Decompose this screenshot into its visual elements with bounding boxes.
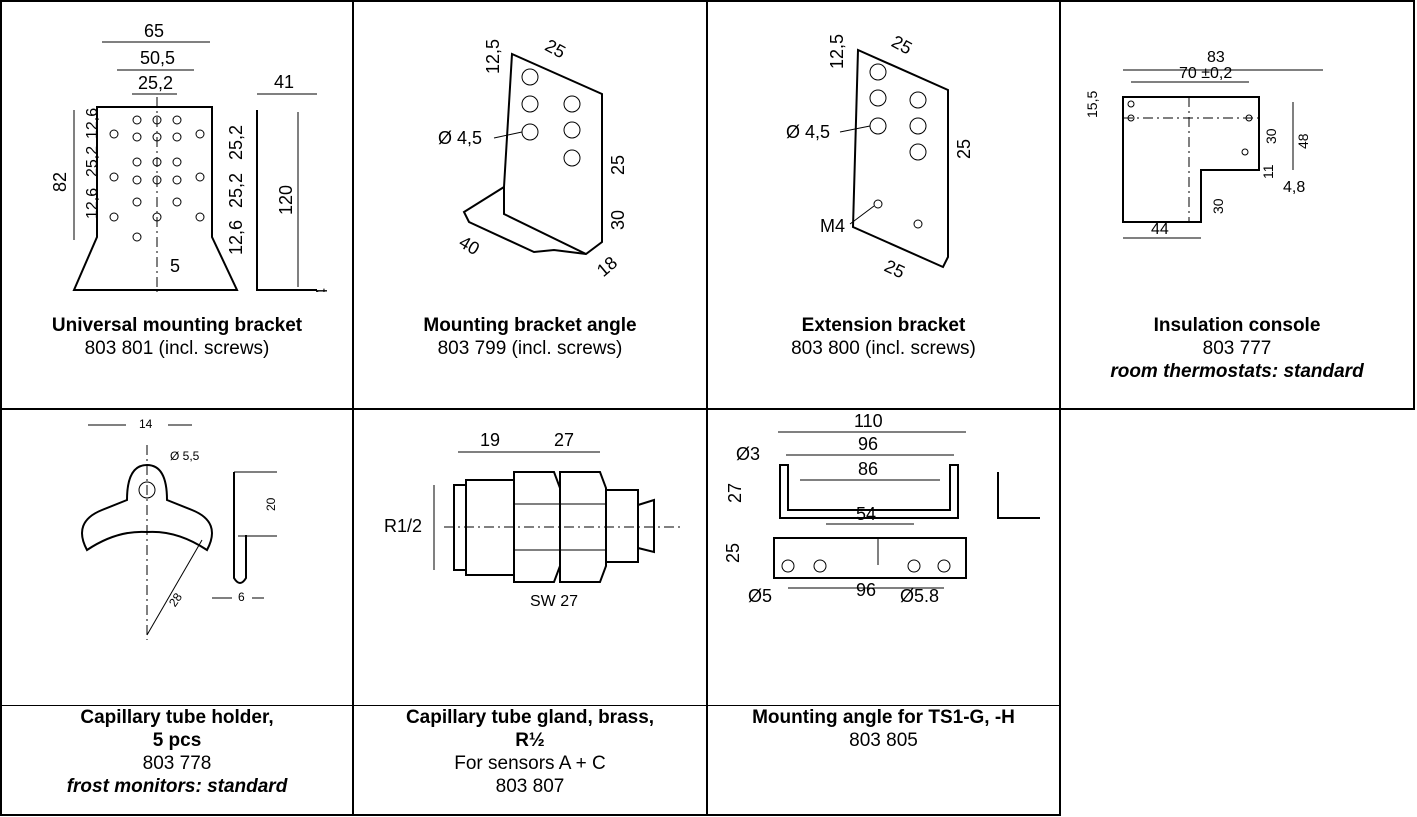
dim-label: 28 [166,590,185,609]
dim-label: 44 [1151,221,1169,238]
dim-label: 120 [276,185,296,215]
dim-label: R1/2 [384,516,422,536]
dim-label: 50,5 [140,48,175,68]
dim-label: 83 [1207,49,1225,66]
dim-label: 25 [608,155,628,175]
tube-gland-drawing: 19 27 R1/2 SW 27 [384,430,684,610]
item-number: 803 778 [142,753,212,774]
dim-label: 12,5 [827,34,847,69]
dim-label: 96 [856,580,876,600]
universal-bracket-drawing: 65 50,5 25,2 82 12,6 25,2 12,6 25,2 25,2… [50,21,331,292]
item-note: frost monitors: standard [66,776,288,797]
dim-label: 25 [542,35,569,62]
dim-label: 12,6 [84,188,101,219]
dim-label: 27 [725,483,745,503]
dim-label: 12,6 [226,220,246,255]
dim-label: Ø5.8 [900,586,939,606]
item-title: Extension bracket [801,315,966,336]
dim-label: 19 [480,430,500,450]
table-border-bottom [0,814,1060,816]
cell-extension-bracket: 12,5 25 Ø 4,5 25 M4 25 Extension bracket… [708,2,1059,408]
dim-label: SW 27 [530,593,578,610]
item-number: 803 801 (incl. screws) [84,338,270,359]
item-number: 803 807 [495,776,565,797]
dim-label: 25,2 [226,125,246,160]
tube-holder-drawing: 14 Ø 5,5 28 20 6 [81,417,278,640]
col-divider [352,0,354,816]
dim-label: 4 [314,288,331,292]
dim-label: 25 [881,256,908,283]
dim-label: Ø 4,5 [438,128,482,148]
item-title-line2: 5 pcs [152,730,202,751]
dim-label: 14 [139,417,153,431]
dim-label: 70 ±0,2 [1179,65,1232,82]
dim-label: 48 [1295,133,1311,149]
dim-label: 25 [888,31,915,58]
item-title: Mounting bracket angle [423,315,637,336]
bracket-angle-drawing: 12,5 25 Ø 4,5 25 30 40 18 [438,35,628,280]
dim-label: 25,2 [84,146,101,177]
col-divider [706,0,708,816]
item-title: Mounting angle for TS1-G, -H [752,707,1015,728]
item-number: 803 777 [1202,338,1272,359]
dim-label: Ø 5,5 [170,449,200,463]
item-title: Capillary tube holder, [80,707,274,728]
dim-label: Ø3 [736,444,760,464]
dim-label: 6 [238,590,245,604]
cell-mounting-angle-ts1: 110 Ø3 96 86 27 54 25 Ø5 96 Ø5.8 Mountin… [708,410,1059,814]
dim-label: Ø5 [748,586,772,606]
dim-label: 30 [1263,128,1279,144]
dim-label: 20 [264,497,278,511]
dim-label: 30 [608,210,628,230]
table-border-right [1413,0,1415,410]
item-number: 803 800 (incl. screws) [791,338,976,359]
dim-label: 27 [554,430,574,450]
cell-insulation-console: 83 70 ±0,2 15,5 30 48 11 4,8 30 44 Insul… [1061,2,1413,408]
dim-label: 30 [1210,198,1226,214]
dim-label: 110 [854,411,883,431]
table-border-left [0,0,2,816]
dim-label: 25,2 [138,73,173,93]
dim-label: 41 [274,72,294,92]
dim-label: 25 [723,543,743,563]
dim-label: 4,8 [1283,179,1305,196]
dim-label: 12,6 [84,108,101,139]
cell-capillary-tube-holder: 14 Ø 5,5 28 20 6 Capillary tube holder, … [2,410,352,814]
item-title: Universal mounting bracket [51,315,303,336]
cell-capillary-tube-gland: 19 27 R1/2 SW 27 Capillary tube gland, b… [354,410,706,814]
col-divider [1059,0,1061,816]
item-subtitle: For sensors A + C [454,753,606,774]
dim-label: 12,5 [483,39,503,74]
dim-label: 25,2 [226,173,246,208]
insulation-console-drawing: 83 70 ±0,2 15,5 30 48 11 4,8 30 44 [1084,49,1323,239]
extension-bracket-drawing: 12,5 25 Ø 4,5 25 M4 25 [786,31,974,283]
dim-label: 25 [954,139,974,159]
dim-label: M4 [820,216,845,236]
dim-label: 86 [858,459,878,479]
item-number: 803 805 [849,730,918,751]
item-note: room thermostats: standard [1110,361,1364,382]
item-number: 803 799 (incl. screws) [437,338,623,359]
item-title-line2: R½ [515,730,545,751]
dim-label: 54 [856,504,876,524]
dim-label: 5 [170,256,180,276]
dim-label: Ø 4,5 [786,122,830,142]
caption-divider [0,705,1060,706]
item-title: Capillary tube gland, brass, [405,707,655,728]
mounting-angle-drawing: 110 Ø3 96 86 27 54 25 Ø5 96 Ø5.8 [723,411,1040,606]
dim-label: 11 [1260,164,1276,179]
dim-label: 96 [858,434,878,454]
dim-label: 40 [456,232,483,259]
dim-label: 82 [50,172,70,192]
cell-mounting-bracket-angle: 12,5 25 Ø 4,5 25 30 40 18 Mounting brack… [354,2,706,408]
cell-universal-mounting-bracket: 65 50,5 25,2 82 12,6 25,2 12,6 25,2 25,2… [2,2,352,408]
dim-label: 18 [593,252,621,280]
dim-label: 15,5 [1084,91,1100,118]
dim-label: 65 [144,21,164,41]
item-title: Insulation console [1153,315,1321,336]
